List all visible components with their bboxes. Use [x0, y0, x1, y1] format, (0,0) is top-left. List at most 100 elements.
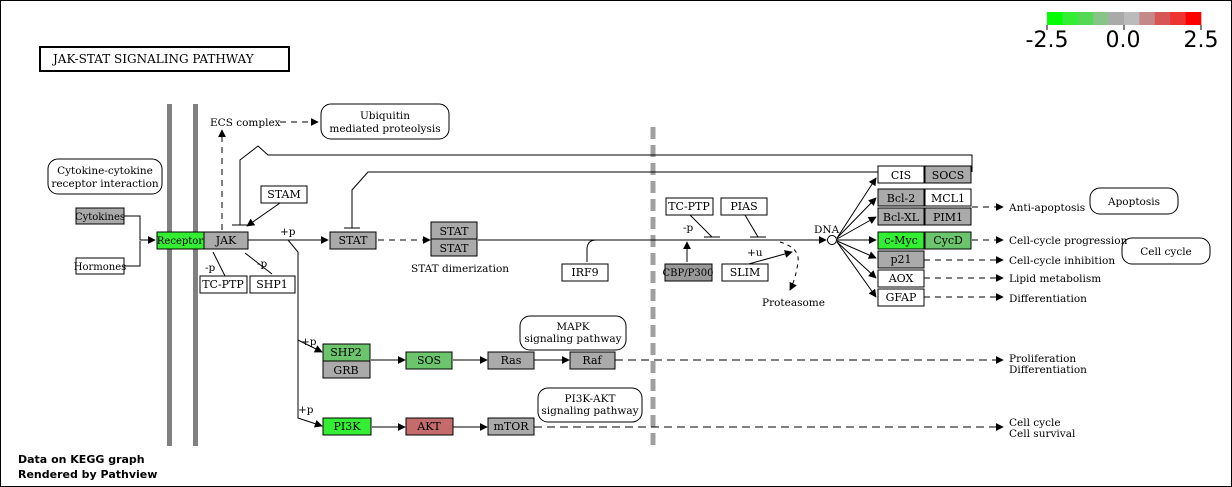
legend-color-cell: [1139, 12, 1156, 25]
gene-node-labels: Cytokines Hormones Receptor JAK STAM TC-…: [74, 169, 965, 433]
legend-color-cell: [1077, 12, 1094, 25]
label-ras: Ras: [501, 354, 522, 367]
node-stat-dimer-bottom: [430, 238, 478, 257]
legend-color-cell: [1047, 12, 1063, 25]
ecs-complex-label: ECS complex: [210, 117, 281, 129]
legend-min-label: -2.5: [1026, 28, 1069, 53]
outcome-cell-cycle-inhibition: Cell-cycle inhibition: [1009, 255, 1115, 267]
label-stat-dimer-bottom: STAT: [440, 242, 470, 255]
label-p21: p21: [890, 253, 911, 266]
minus-p-shp1: -p: [257, 258, 268, 270]
node-cis: [877, 165, 925, 184]
plus-u-slim: +u: [747, 247, 763, 259]
legend-color-cell: [1062, 12, 1079, 25]
node-ras: [487, 351, 535, 370]
dna-node: [827, 235, 837, 245]
membrane-bar-right: [193, 104, 198, 446]
map-cytokine-receptor: [47, 158, 163, 195]
label-gfap: GFAP: [886, 291, 917, 304]
label-cycd: CycD: [933, 234, 963, 247]
node-cbp-p300: [664, 263, 713, 282]
footer-line-2: Rendered by Pathview: [18, 468, 158, 481]
label-shp2: SHP2: [330, 346, 362, 359]
map-ubiquitin-label-2: mediated proteolysis: [329, 123, 440, 135]
pathway-title: JAK-STAT SIGNALING PATHWAY: [39, 46, 290, 72]
legend-color-cell: [1093, 12, 1109, 25]
map-apoptosis: [1089, 187, 1179, 215]
map-cytokine-label-1: Cytokine-cytokine: [57, 165, 153, 177]
node-cmyc: [877, 231, 925, 250]
label-raf: Raf: [582, 354, 602, 367]
node-hormones: [75, 257, 125, 275]
node-gfap: [877, 288, 925, 307]
label-irf9: IRF9: [571, 266, 598, 279]
node-socs: [924, 165, 972, 184]
color-legend: -2.5 0.0 2.5: [1026, 12, 1219, 53]
legend-color-cell: [1185, 12, 1202, 25]
node-stam: [260, 185, 308, 204]
stat-dimerization-label: STAT dimerization: [411, 263, 509, 275]
outcome-anti-apoptosis: Anti-apoptosis: [1008, 202, 1085, 214]
label-aox: AOX: [888, 272, 914, 285]
node-cytokines: [75, 207, 125, 225]
outcome-cell-survival: Cell survival: [1009, 428, 1076, 440]
gene-node-boxes: [75, 165, 972, 436]
node-pi3k: [322, 417, 372, 436]
membrane-bar-left: [167, 104, 172, 446]
label-cmyc: c-Myc: [884, 234, 918, 247]
outcome-differentiation: Differentiation: [1009, 293, 1087, 305]
map-nodes: [47, 103, 1211, 423]
label-cis: CIS: [891, 169, 911, 182]
minus-p-tcptp-right: -p: [683, 222, 694, 234]
node-tc-ptp-right: [665, 197, 714, 216]
node-cycd: [924, 231, 972, 250]
label-pias: PIAS: [730, 200, 757, 213]
minus-p-tcptp: -p: [205, 262, 216, 274]
node-akt: [405, 417, 454, 436]
node-mtor: [487, 417, 535, 436]
label-receptor: Receptor: [157, 236, 203, 247]
legend-color-bar: [1046, 12, 1202, 30]
map-ubiquitin: [320, 103, 450, 140]
label-bcl2: Bcl-2: [887, 192, 915, 205]
node-sos: [405, 351, 453, 370]
outcome-proliferation: Proliferation: [1009, 353, 1076, 365]
label-socs: SOCS: [932, 169, 965, 182]
outcome-labels: Anti-apoptosis Cell-cycle progression Ce…: [1008, 202, 1128, 440]
label-pi3k: PI3K: [334, 420, 362, 433]
map-cytokine-label-2: receptor interaction: [51, 178, 159, 190]
label-grb: GRB: [333, 364, 358, 377]
node-stat: [329, 231, 377, 250]
legend-mid-label: 0.0: [1106, 28, 1141, 53]
label-cbp-p300: CBP/P300: [663, 268, 714, 279]
node-slim: [721, 263, 769, 282]
map-pi3k-label-1: PI3K-AKT: [565, 393, 616, 405]
label-hormones: Hormones: [74, 262, 127, 273]
node-p21: [877, 250, 925, 269]
node-pias: [720, 197, 768, 216]
pathway-edges: [124, 118, 1004, 431]
label-stat: STAT: [339, 234, 369, 247]
map-pi3k-akt: [537, 387, 643, 423]
node-raf: [569, 351, 616, 370]
outcome-lipid-metabolism: Lipid metabolism: [1009, 273, 1101, 285]
label-slim: SLIM: [730, 266, 760, 279]
map-apoptosis-label: Apoptosis: [1107, 196, 1160, 208]
map-pi3k-label-2: signaling pathway: [541, 405, 638, 417]
legend-color-cell: [1170, 12, 1186, 25]
label-stat-dimer-top: STAT: [440, 225, 470, 238]
plus-p-pi3k: +p: [298, 404, 314, 416]
label-bclxl: Bcl-XL: [883, 211, 920, 224]
label-tc-ptp-left: TC-PTP: [202, 278, 244, 291]
label-mtor: mTOR: [493, 420, 529, 433]
node-pim1: [924, 207, 972, 226]
outcome-cell-cycle: Cell cycle: [1009, 417, 1061, 429]
node-bclxl: [877, 207, 925, 226]
legend-color-cell: [1124, 12, 1140, 25]
node-aox: [877, 269, 925, 288]
node-bcl2: [877, 188, 925, 207]
node-jak: [203, 231, 249, 250]
label-mcl1: MCL1: [931, 192, 965, 205]
node-mcl1: [924, 188, 972, 207]
